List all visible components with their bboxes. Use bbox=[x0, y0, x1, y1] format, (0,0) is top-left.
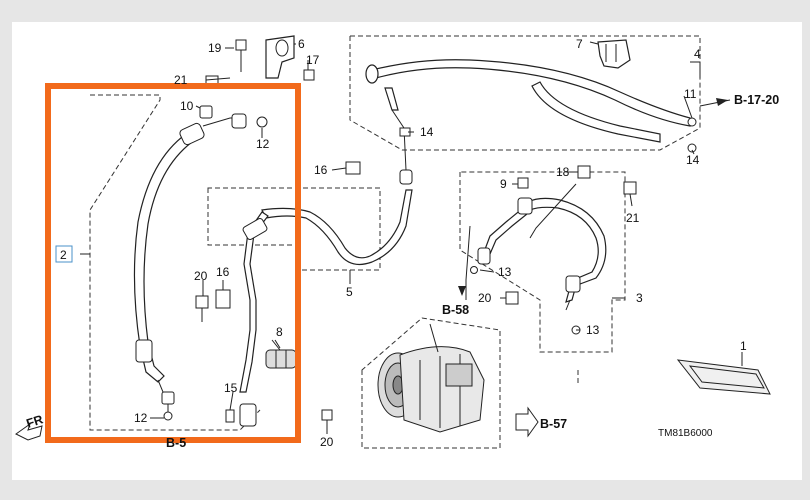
label-part-21-upper: 21 bbox=[174, 73, 188, 87]
switch-part-8 bbox=[265, 339, 297, 369]
fasteners bbox=[163, 39, 697, 432]
compressor bbox=[377, 323, 485, 433]
label-part-16-lower: 16 bbox=[216, 265, 230, 279]
label-part-18: 18 bbox=[556, 165, 570, 179]
label-part-19: 19 bbox=[208, 41, 222, 55]
label-part-12-lower: 12 bbox=[134, 411, 148, 425]
bracket-part-7 bbox=[597, 39, 631, 69]
label-part-4: 4 bbox=[694, 47, 701, 61]
label-part-9: 9 bbox=[500, 177, 507, 191]
label-part-20-bottom: 20 bbox=[320, 435, 334, 449]
group-boundary-3 bbox=[459, 171, 626, 353]
group-boundary-compressor bbox=[361, 317, 501, 449]
label-part-3: 3 bbox=[636, 291, 643, 305]
label-part-17: 17 bbox=[306, 53, 320, 67]
ref-arrows bbox=[15, 98, 731, 441]
group-boundary-5 bbox=[207, 187, 381, 271]
pipe-part-5 bbox=[239, 189, 413, 427]
label-part-13-lower: 13 bbox=[586, 323, 600, 337]
label-part-2-box bbox=[55, 245, 73, 263]
label-part-2: 2 bbox=[60, 248, 67, 262]
bracket-part-6 bbox=[265, 35, 295, 79]
front-label: FR bbox=[25, 412, 45, 430]
ref-b-5-partial: B-5 bbox=[166, 436, 186, 450]
label-part-1: 1 bbox=[740, 339, 747, 353]
cover-part-1 bbox=[676, 352, 771, 395]
pipe-part-4 bbox=[365, 59, 691, 185]
label-part-11: 11 bbox=[684, 87, 697, 101]
label-part-16-upper: 16 bbox=[314, 163, 328, 177]
label-part-5: 5 bbox=[346, 285, 353, 299]
label-part-21-right: 21 bbox=[626, 211, 640, 225]
hose-part-2 bbox=[133, 105, 247, 412]
label-part-6: 6 bbox=[298, 37, 305, 51]
highlight-box bbox=[45, 83, 301, 443]
ref-labels: B-17-20 B-58 B-57 B-5 FR TM81B6000 bbox=[25, 93, 780, 450]
ref-b-17-20: B-17-20 bbox=[734, 93, 779, 107]
diagram-code: TM81B6000 bbox=[658, 428, 713, 439]
label-part-14-right: 14 bbox=[686, 153, 700, 167]
hose-part-3 bbox=[477, 197, 607, 311]
label-part-8: 8 bbox=[276, 325, 283, 339]
label-part-12-upper: 12 bbox=[256, 137, 270, 151]
label-part-15: 15 bbox=[224, 381, 238, 395]
label-part-13-upper: 13 bbox=[498, 265, 512, 279]
label-part-7: 7 bbox=[576, 37, 583, 51]
ref-b-57: B-57 bbox=[540, 417, 567, 431]
leader-lines bbox=[80, 41, 701, 434]
label-part-10: 10 bbox=[180, 99, 194, 113]
label-part-20-right: 20 bbox=[478, 291, 492, 305]
ref-b-58: B-58 bbox=[442, 303, 469, 317]
label-part-14-mid: 14 bbox=[420, 125, 434, 139]
part-labels: 19 21 10 12 6 17 7 4 11 14 14 16 9 18 21… bbox=[55, 37, 747, 449]
label-part-20-left: 20 bbox=[194, 269, 208, 283]
